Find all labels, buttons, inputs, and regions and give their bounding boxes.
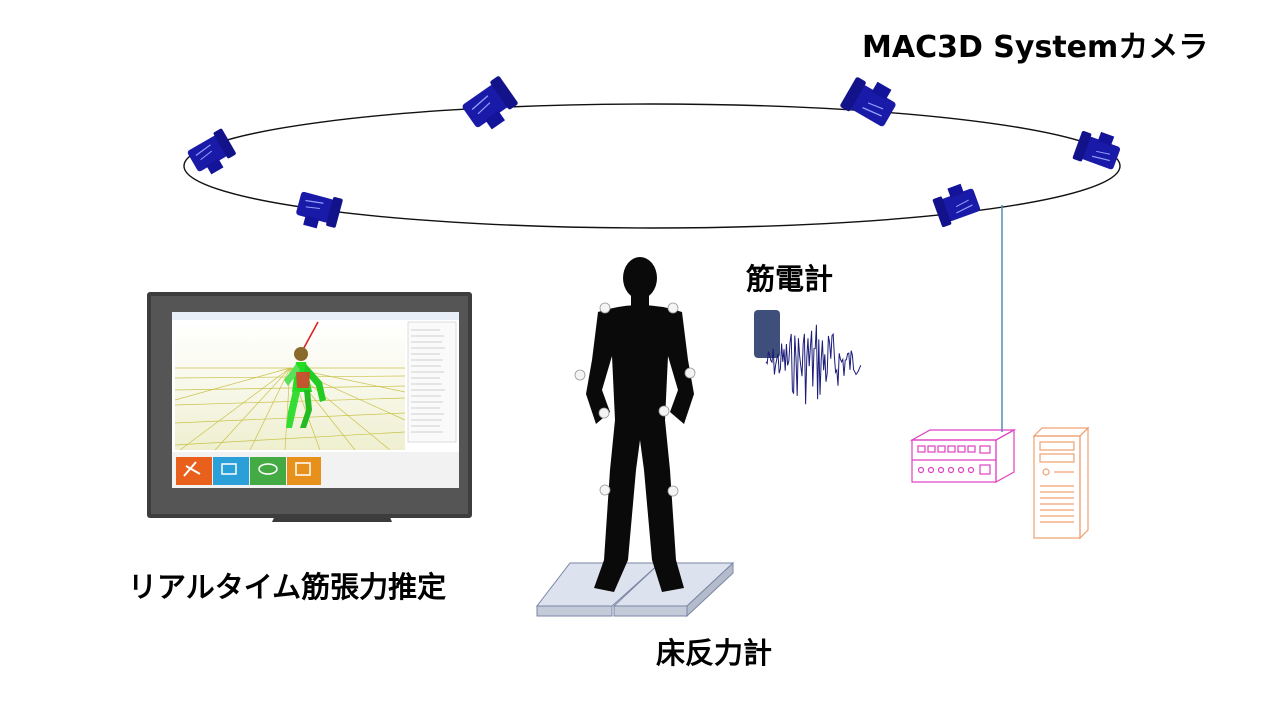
camera-icon bbox=[1071, 125, 1125, 174]
amplifier-icon bbox=[909, 428, 1017, 484]
camera-ring bbox=[183, 103, 1121, 229]
emg-signal bbox=[765, 324, 862, 405]
realtime-muscle-label: リアルタイム筋張力推定 bbox=[128, 570, 447, 604]
marker-dots bbox=[574, 302, 696, 497]
camera-system-label: MAC3D Systemカメラ bbox=[862, 30, 1209, 65]
skeleton-figure bbox=[284, 347, 326, 428]
pc-tower-icon bbox=[1032, 426, 1090, 540]
monitor-icon bbox=[147, 292, 472, 522]
emg-sensor-icon bbox=[754, 310, 780, 358]
camera-icon bbox=[838, 70, 903, 132]
emg-label: 筋電計 bbox=[746, 262, 834, 296]
force-plate bbox=[535, 561, 735, 618]
human-silhouette-icon bbox=[586, 257, 694, 592]
camera-icon bbox=[292, 187, 344, 234]
force-plate-label: 床反力計 bbox=[656, 636, 773, 670]
camera-icon bbox=[184, 127, 240, 180]
camera-icon bbox=[929, 179, 983, 229]
camera-icon bbox=[458, 74, 523, 137]
